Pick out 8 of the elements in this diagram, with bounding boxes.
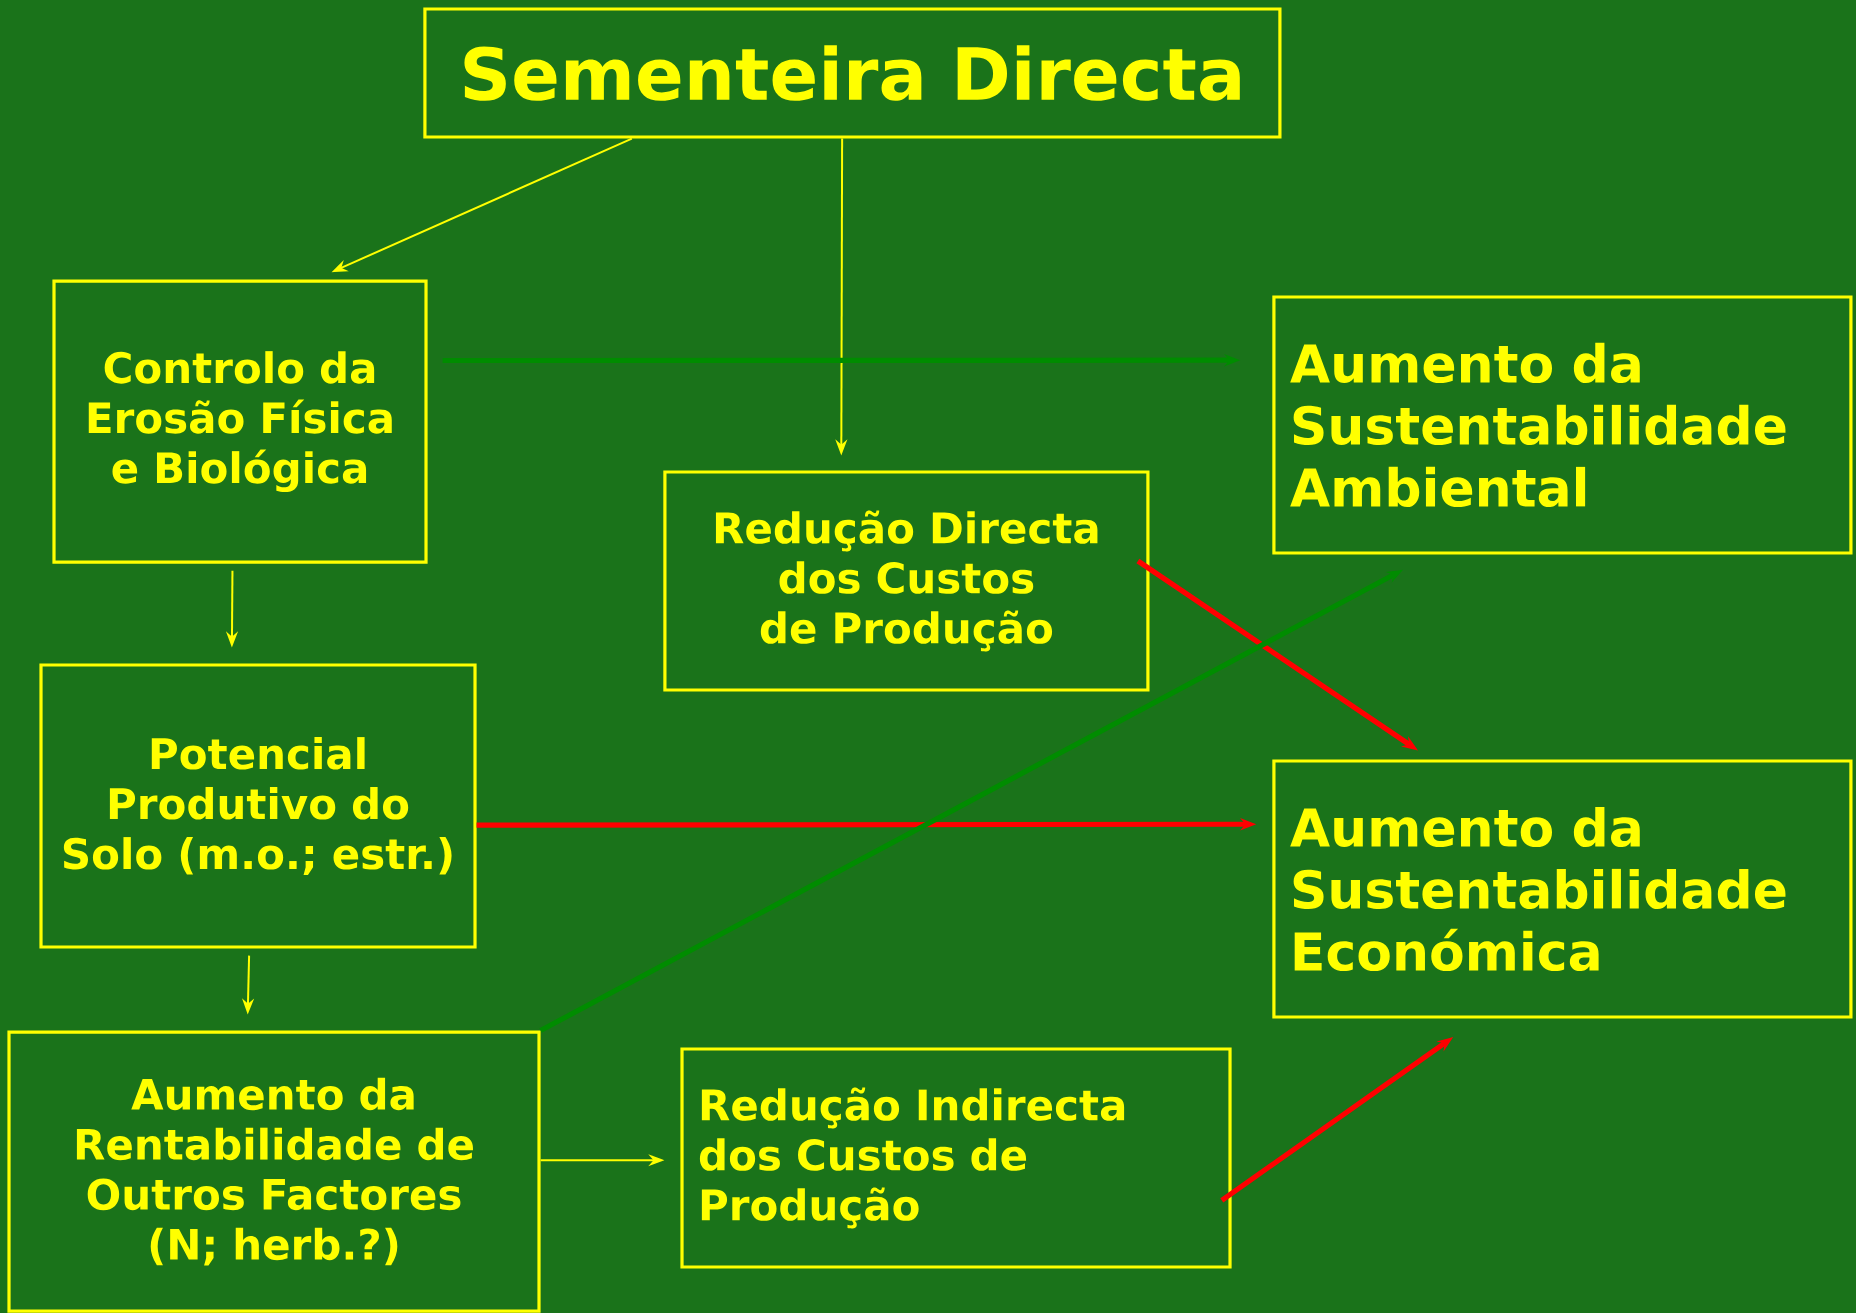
process-box: Potencial Produtivo do Solo (m.o.; estr.) bbox=[39, 663, 477, 949]
outcome-box: Aumento da Sustentabilidade Económica bbox=[1272, 759, 1853, 1019]
title-box: Sementeira Directa bbox=[423, 7, 1282, 139]
process-box: Aumento da Rentabilidade de Outros Factores (N; herb.?) bbox=[7, 1030, 541, 1313]
process-box: Redução Directa dos Custos de Produção bbox=[663, 470, 1150, 692]
process-box: Redução Indirecta dos Custos de Produção bbox=[680, 1047, 1232, 1269]
outcome-box: Aumento da Sustentabilidade Ambiental bbox=[1272, 295, 1853, 555]
process-box: Controlo da Erosão Física e Biológica bbox=[52, 279, 428, 564]
